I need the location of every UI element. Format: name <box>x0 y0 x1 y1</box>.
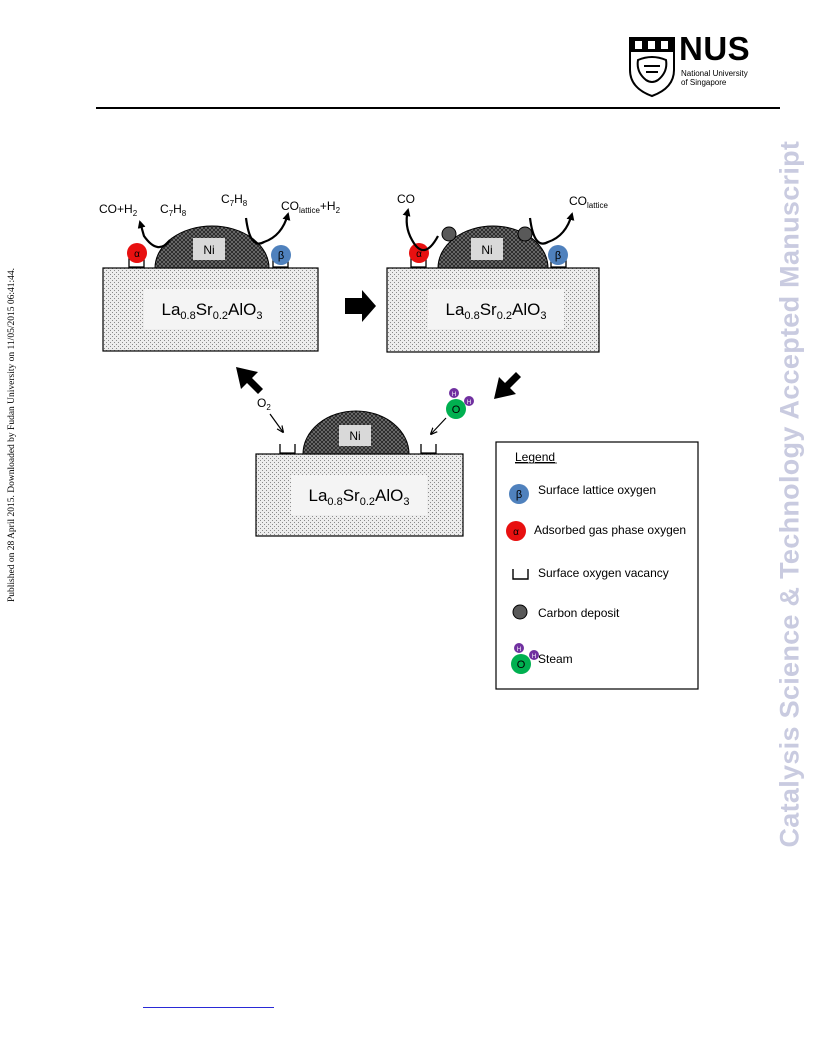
panel-3-regeneration: La0.8Sr0.2AlO3 Ni O2 O H H <box>255 388 474 537</box>
logo-line-2: of Singapore <box>681 78 727 87</box>
legend-title: Legend <box>515 450 555 464</box>
ni-label: Ni <box>481 243 492 257</box>
reaction-arrow <box>137 220 171 249</box>
logo-wordmark: NUS <box>679 30 751 67</box>
steam-hydrogen <box>464 396 474 406</box>
svg-text:α: α <box>416 249 422 260</box>
svg-text:β: β <box>555 250 561 262</box>
transition-arrow-up <box>236 367 263 394</box>
substrate-formula: La0.8Sr0.2AlO3 <box>309 486 410 508</box>
reaction-arrow <box>528 212 575 245</box>
substrate-formula: La0.8Sr0.2AlO3 <box>162 300 263 322</box>
label-c7h8: C7H8 <box>221 192 248 208</box>
svg-text:O: O <box>452 404 461 416</box>
svg-text:H: H <box>532 654 536 660</box>
transition-arrow-down <box>494 372 521 399</box>
reaction-arrow <box>402 208 439 252</box>
svg-text:α: α <box>513 527 519 538</box>
svg-text:H: H <box>517 647 521 653</box>
legend-label: Surface lattice oxygen <box>538 483 656 497</box>
legend-label: Adsorbed gas phase oxygen <box>534 523 686 537</box>
svg-text:β: β <box>516 489 522 501</box>
panel-1-clean-catalyst: La0.8Sr0.2AlO3 Ni α β CO+H2 C7H8 C7H8 CO… <box>99 192 341 352</box>
svg-text:α: α <box>134 249 140 260</box>
beta-oxygen <box>271 245 291 265</box>
logo-line-1: National University <box>681 69 748 78</box>
transition-arrow-right <box>345 290 376 322</box>
carbon-deposit <box>517 226 533 242</box>
svg-text:O: O <box>517 659 526 671</box>
legend-beta-symbol <box>509 484 529 504</box>
panel-2-coked-catalyst: La0.8Sr0.2AlO3 Ni α β CO COlattice <box>386 192 608 353</box>
footer-link-underline <box>143 1007 274 1008</box>
beta-oxygen <box>548 245 568 265</box>
legend-label: Steam <box>538 652 573 666</box>
alpha-oxygen <box>409 243 429 263</box>
ni-label: Ni <box>349 429 360 443</box>
steam-oxygen <box>446 399 466 419</box>
legend-vacancy-symbol <box>512 569 529 580</box>
o2-arrow <box>269 413 283 432</box>
oxygen-vacancy <box>272 258 289 268</box>
legend-box: Legend β Surface lattice oxygen α Adsorb… <box>495 441 699 690</box>
svg-text:β: β <box>278 250 284 262</box>
legend-label: Carbon deposit <box>538 606 620 620</box>
label-co-lattice-h2: COlattice+H2 <box>281 199 341 215</box>
oxygen-vacancy <box>410 258 427 268</box>
svg-text:H: H <box>467 400 471 406</box>
oxygen-vacancy <box>420 444 437 454</box>
label-co-h2: CO+H2 <box>99 202 138 218</box>
oxygen-vacancy <box>279 444 296 454</box>
label-co-lattice: COlattice <box>569 194 608 210</box>
ni-label: Ni <box>203 243 214 257</box>
oxygen-vacancy <box>550 258 567 268</box>
carbon-deposit <box>441 226 457 242</box>
header-rule <box>96 107 780 109</box>
label-co: CO <box>397 192 415 206</box>
substrate-formula: La0.8Sr0.2AlO3 <box>446 300 547 322</box>
steam-hydrogen <box>449 388 459 398</box>
legend-carbon-symbol <box>512 604 528 620</box>
label-o2: O2 <box>257 396 271 412</box>
legend-steam-symbol <box>511 654 531 674</box>
legend-alpha-symbol <box>506 521 526 541</box>
legend-label: Surface oxygen vacancy <box>538 566 669 580</box>
oxygen-vacancy <box>128 258 145 268</box>
reaction-arrow <box>244 212 291 245</box>
steam-arrow <box>431 417 447 434</box>
svg-text:H: H <box>452 392 456 398</box>
alpha-oxygen <box>127 243 147 263</box>
label-c7h8: C7H8 <box>160 202 187 218</box>
nus-crest-logo <box>629 37 675 98</box>
